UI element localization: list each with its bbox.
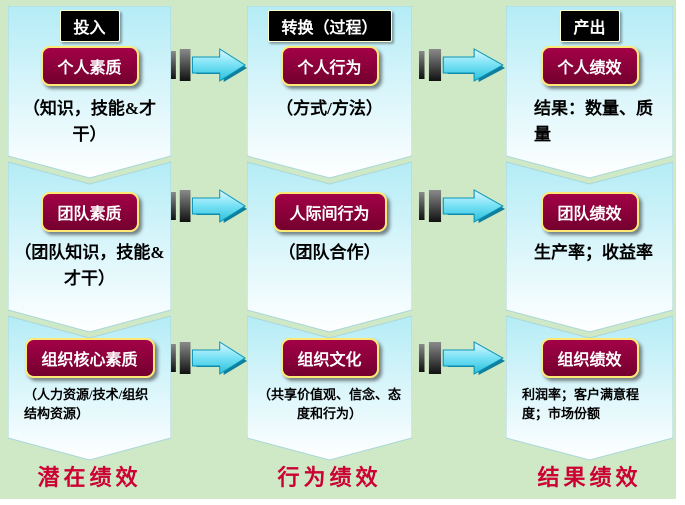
stage-desc: （方式/方法） — [276, 99, 383, 118]
stage-desc: （共享价值观、信念、态度和行为） — [257, 387, 401, 421]
stage-desc: （团队合作） — [278, 243, 381, 262]
stage-box: 个人绩效 — [540, 46, 639, 86]
stage-desc: 利润率；客户满意程度；市场份额 — [522, 387, 640, 421]
stage-box: 团队素质 — [40, 192, 139, 232]
stage-box: 组织绩效 — [540, 338, 639, 378]
stage-box: 个人行为 — [280, 46, 379, 86]
column-input: 投入 个人素质 （知识，技能&才干） 团队素质 （团队知识，技能&才干） 组织核… — [8, 0, 171, 505]
flow-arrow-icon — [171, 48, 247, 82]
column-footer: 结果绩效 — [537, 465, 642, 490]
flow-arrow-icon — [171, 189, 247, 223]
stage-box: 组织核心素质 — [24, 338, 155, 378]
stage-box: 人际间行为 — [272, 192, 387, 232]
stage-desc: （人力资源/技术/组织结构资源） — [24, 387, 149, 421]
stage-box: 组织文化 — [280, 338, 379, 378]
column-header: 投入 — [59, 10, 120, 42]
column-header: 产出 — [559, 10, 620, 42]
column-process: 转换（过程） 个人行为 （方式/方法） 人际间行为 （团队合作） 组织文化 （共… — [247, 0, 412, 505]
flow-arrow-icon — [419, 189, 505, 223]
column-footer: 潜在绩效 — [37, 465, 142, 490]
stage-desc: （团队知识，技能&才干） — [14, 243, 165, 288]
column-footer: 行为绩效 — [277, 465, 382, 490]
flow-arrow-icon — [171, 341, 247, 375]
stage-desc: 生产率；收益率 — [534, 243, 653, 262]
flow-arrow-icon — [419, 341, 505, 375]
stage-desc: （知识，技能&才干） — [22, 99, 157, 144]
column-output: 产出 个人绩效 结果：数量、质量 团队绩效 生产率；收益率 组织绩效 利润率；客… — [506, 0, 673, 505]
stage-desc: 结果：数量、质量 — [534, 99, 653, 144]
flow-arrow-icon — [419, 48, 505, 82]
stage-box: 个人素质 — [40, 46, 139, 86]
stage-box: 团队绩效 — [540, 192, 639, 232]
column-header: 转换（过程） — [267, 10, 392, 42]
